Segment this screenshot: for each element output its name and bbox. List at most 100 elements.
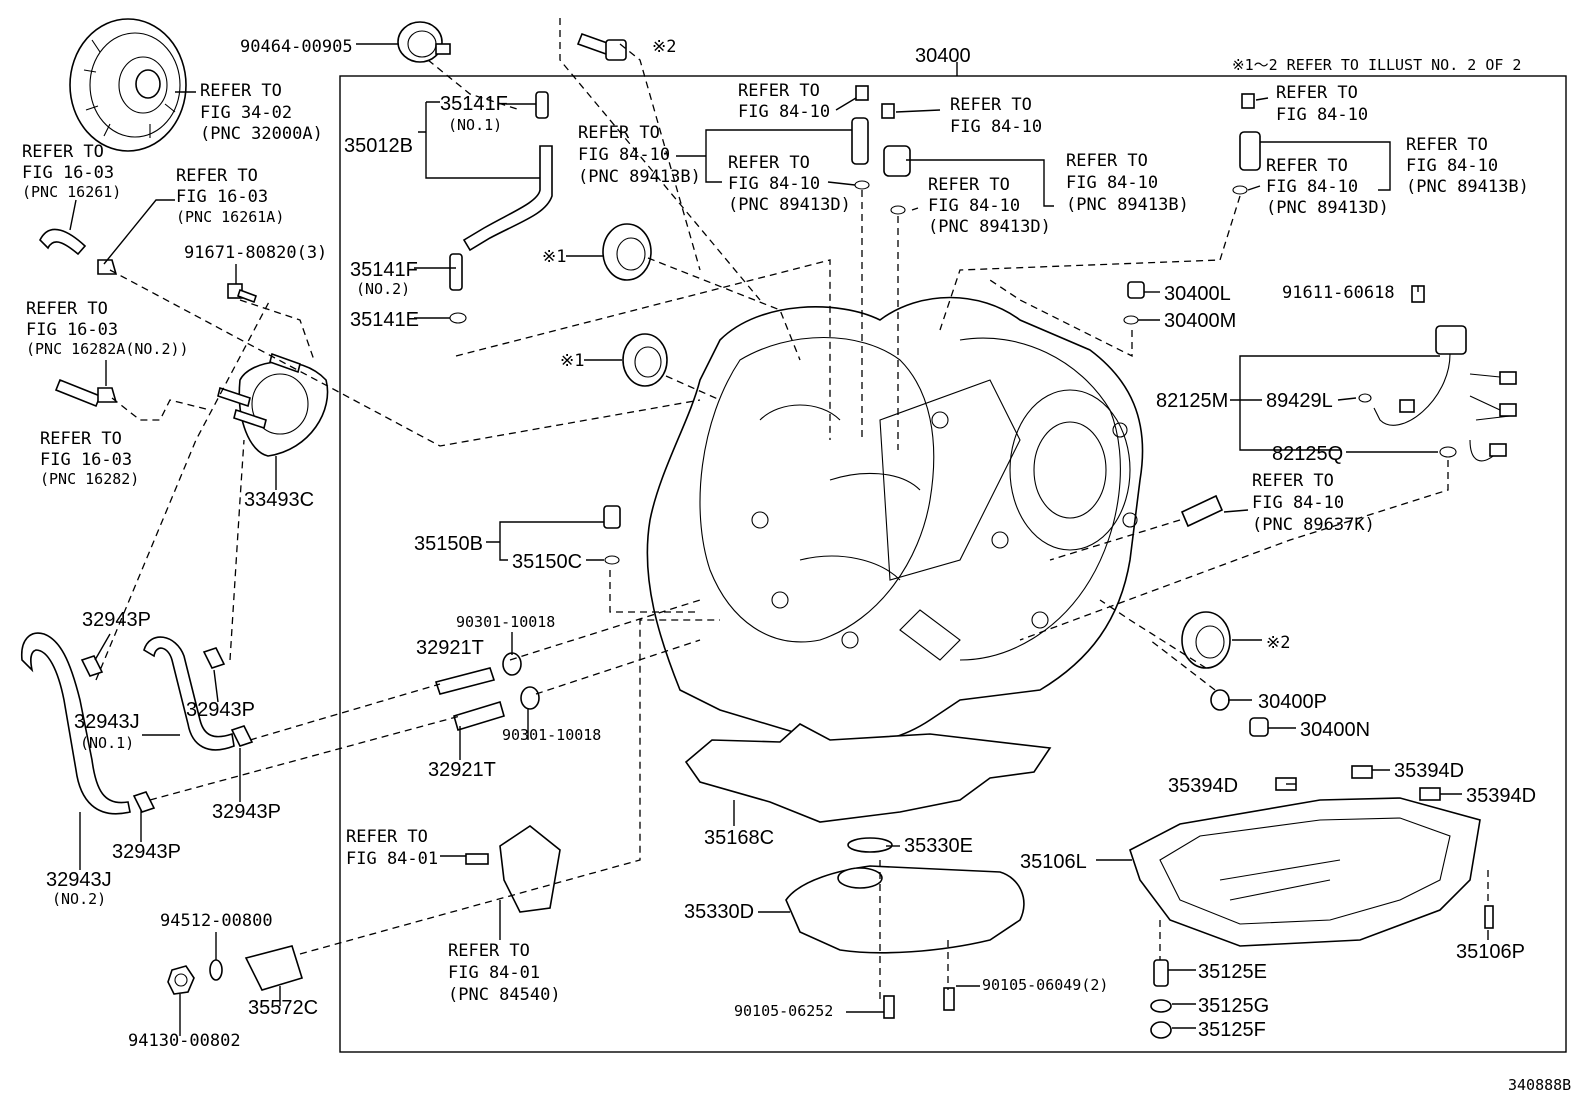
label-refer-pnc: (PNC 16282) xyxy=(40,470,139,488)
label-refer-fig: FIG 84-10 xyxy=(950,117,1042,137)
label-refer-fig: FIG 16-03 xyxy=(26,320,118,340)
sensor-89637k-drawing xyxy=(1180,494,1224,528)
label-35330e: 35330E xyxy=(904,835,973,857)
oring-90301-1-drawing xyxy=(502,652,522,676)
label-35394d: 35394D xyxy=(1466,785,1536,807)
label-35141f: 35141F xyxy=(440,93,508,115)
label-35125f: 35125F xyxy=(1198,1019,1266,1041)
label-90464: 90464-00905 xyxy=(240,37,353,57)
label-refer: REFER TO xyxy=(928,175,1010,195)
clamp-32943p-2-drawing xyxy=(202,647,226,669)
bolt-35106p-drawing xyxy=(1484,905,1494,929)
label-refer-pnc: (PNC 89413D) xyxy=(728,195,851,215)
plug-30400l-drawing xyxy=(1127,281,1145,299)
label-refer-fig: FIG 84-10 xyxy=(1266,177,1358,197)
label-refer-fig: FIG 84-10 xyxy=(928,196,1020,216)
label-91611: 91611-60618 xyxy=(1282,283,1395,303)
label-90105: 90105-06252 xyxy=(734,1002,833,1020)
label-refer: REFER TO xyxy=(738,81,820,101)
label-33493c: 33493C xyxy=(244,489,314,511)
bracket-35572c-drawing xyxy=(244,945,304,991)
gasket-35125g-drawing xyxy=(1150,999,1172,1013)
note-top-right: ※1～2 REFER TO ILLUST NO. 2 OF 2 xyxy=(1232,56,1521,74)
label-star1: ※1 xyxy=(542,247,566,267)
label-35125e: 35125E xyxy=(1198,961,1267,983)
label-35330d: 35330D xyxy=(684,901,754,923)
seal-star1-a-drawing xyxy=(602,223,652,281)
label-32943j: 32943J xyxy=(46,869,112,891)
oil-pan-drawing xyxy=(1129,797,1481,947)
seal-star1-b-drawing xyxy=(622,333,668,387)
hose-32943j-no2-drawing xyxy=(20,632,131,815)
oring-90301-2-drawing xyxy=(520,686,540,710)
label-refer-pnc: (PNC 16282A(NO.2)) xyxy=(26,340,189,358)
label-refer: REFER TO xyxy=(448,941,530,961)
label-refer-fig: FIG 84-10 xyxy=(738,102,830,122)
clamp-drawing xyxy=(397,21,451,63)
label-refer: REFER TO xyxy=(578,123,660,143)
clamp-16282a-drawing xyxy=(97,387,118,403)
label-refer-fig: FIG 84-10 xyxy=(578,145,670,165)
label-32921t: 32921T xyxy=(428,759,496,781)
label-refer: REFER TO xyxy=(40,429,122,449)
label-refer-pnc: (PNC 16261) xyxy=(22,183,121,201)
label-refer-pnc: (PNC 89413B) xyxy=(1406,177,1529,197)
label-30400l: 30400L xyxy=(1164,283,1231,305)
label-star2: ※2 xyxy=(652,37,676,57)
label-35125g: 35125G xyxy=(1198,995,1269,1017)
label-35106p: 35106P xyxy=(1456,941,1525,963)
plug-35125f-drawing xyxy=(1150,1021,1172,1039)
label-90105: 90105-06049(2) xyxy=(982,976,1108,994)
union-32921t-2-drawing xyxy=(453,700,505,732)
label-refer: REFER TO xyxy=(346,827,428,847)
label-refer-pnc: (PNC 89637K) xyxy=(1252,515,1375,535)
label-refer-pnc: (PNC 84540) xyxy=(448,985,561,1005)
plug-35150b-drawing xyxy=(603,505,621,529)
label-refer-pnc: (PNC 89413B) xyxy=(578,167,701,187)
bolt-star2-drawing xyxy=(576,32,627,61)
breather-hose-drawing xyxy=(449,91,553,324)
washer-94512-drawing xyxy=(209,959,223,981)
label-refer-fig: FIG 84-10 xyxy=(1066,173,1158,193)
label-35150b: 35150B xyxy=(414,533,483,555)
label-star2: ※2 xyxy=(1266,633,1290,653)
label-89429l: 89429L xyxy=(1266,390,1333,412)
neutral-switch-drawing xyxy=(499,825,561,913)
oring-35150c-drawing xyxy=(604,555,620,565)
label-30400m: 30400M xyxy=(1164,310,1236,332)
bolt-84-10-b-drawing xyxy=(881,103,895,119)
oring-89413d-b-drawing xyxy=(890,205,906,215)
label-32921t: 32921T xyxy=(416,637,484,659)
torque-converter-drawing xyxy=(69,18,187,152)
bolt-84-10-a-drawing xyxy=(855,85,869,101)
label-32943p: 32943P xyxy=(82,609,151,631)
dashed-lines xyxy=(95,18,1489,1000)
label-refer: REFER TO xyxy=(1266,156,1348,176)
label-refer-pnc: (PNC 89413D) xyxy=(928,217,1051,237)
label-refer: REFER TO xyxy=(728,153,810,173)
clamp-32943p-4-drawing xyxy=(132,791,156,813)
plug-30400n-drawing xyxy=(1249,717,1269,737)
magnet-2-drawing xyxy=(1351,765,1373,779)
assembly-30400-frame xyxy=(339,75,1567,1053)
hose-32943j-no1-drawing xyxy=(143,636,235,751)
label-refer-fig: FIG 16-03 xyxy=(40,450,132,470)
label-35168c: 35168C xyxy=(704,827,774,849)
label-35141f: 35141F xyxy=(350,259,418,281)
label-94512: 94512-00800 xyxy=(160,911,273,931)
label-refer: REFER TO xyxy=(1252,471,1334,491)
label-82125q: 82125Q xyxy=(1272,443,1343,465)
label-90301: 90301-10018 xyxy=(456,613,555,631)
label-refer: REFER TO xyxy=(22,142,104,162)
label-refer-fig: FIG 34-02 xyxy=(200,103,292,123)
oring-89413d-a-drawing xyxy=(854,180,870,190)
label-refer-fig: FIG 84-10 xyxy=(728,174,820,194)
label-32943p: 32943P xyxy=(112,841,181,863)
label-32943p: 32943P xyxy=(212,801,281,823)
label-part-note: (NO.1) xyxy=(448,116,502,134)
label-refer-pnc: (PNC 32000A) xyxy=(200,124,323,144)
label-82125m: 82125M xyxy=(1156,390,1228,412)
label-35106l: 35106L xyxy=(1020,851,1087,873)
drain-tube-drawing xyxy=(1153,959,1169,987)
label-refer: REFER TO xyxy=(200,81,282,101)
